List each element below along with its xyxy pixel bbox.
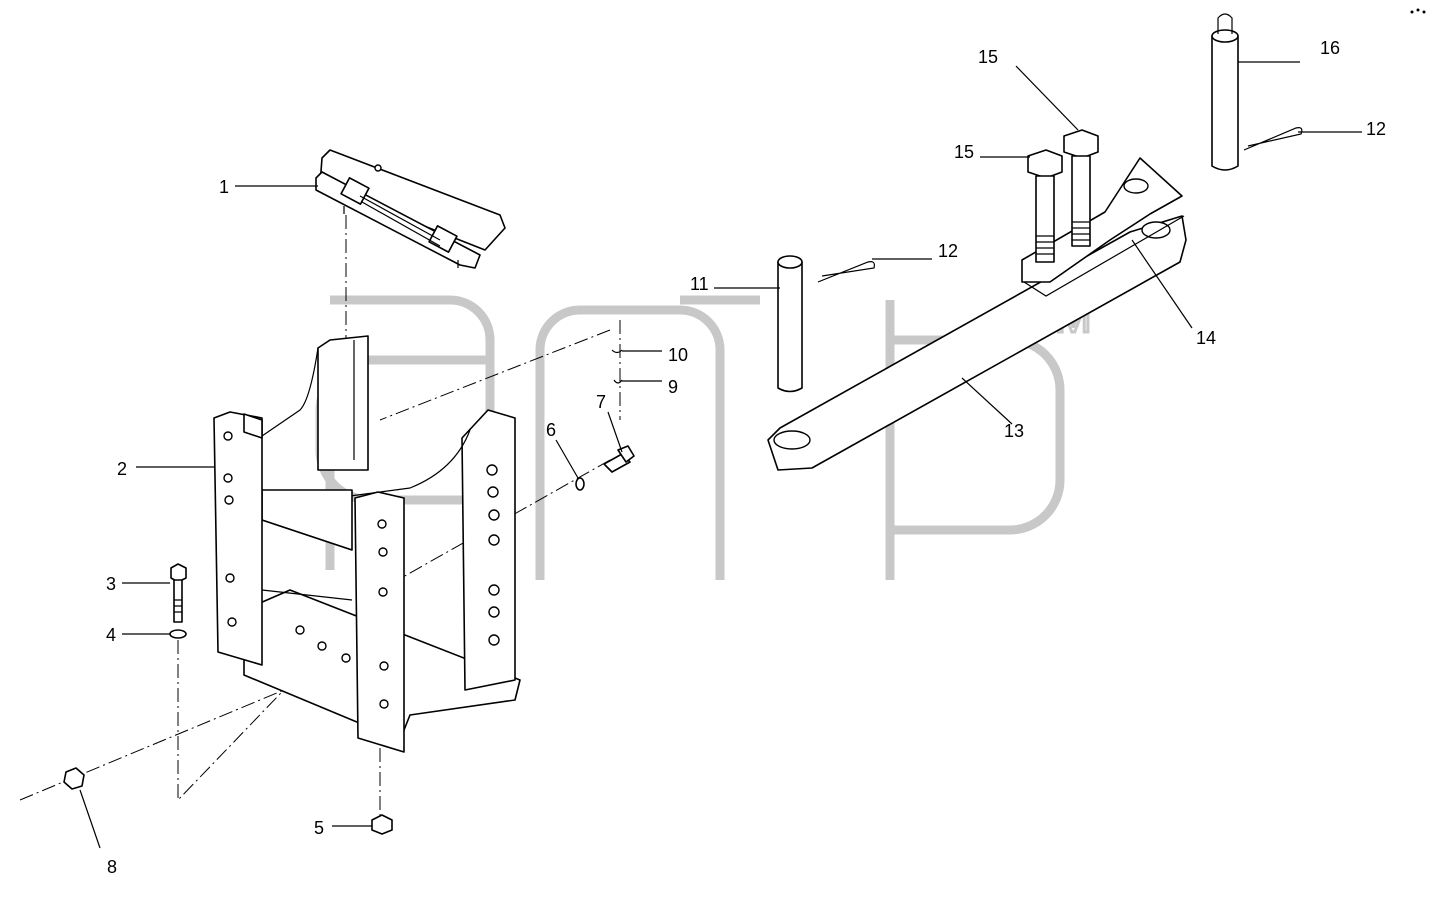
part-drawbar (767, 157, 1187, 471)
part-long-pin (1211, 13, 1239, 171)
part-frame (213, 335, 521, 753)
callout-8: 8 (107, 857, 117, 877)
part-linch-pin-center (817, 261, 875, 283)
callout-4: 4 (106, 625, 116, 645)
part-nut-bottom (371, 814, 393, 835)
callout-12-right: 12 (1366, 119, 1386, 139)
part-screw-small (575, 445, 635, 491)
part-bolt-drawbar-1 (1027, 149, 1063, 263)
callout-1: 1 (219, 177, 229, 197)
callout-10: 10 (668, 345, 688, 365)
callout-11: 11 (690, 274, 709, 294)
callout-labels: 1 2 3 4 5 6 7 8 9 10 11 12 12 13 14 15 1… (106, 38, 1386, 877)
callout-6: 6 (546, 420, 556, 440)
part-linch-pin-right (1243, 127, 1303, 151)
corner-mark (1410, 8, 1426, 14)
callout-5: 5 (314, 818, 324, 838)
callout-15-lower: 15 (954, 142, 974, 162)
callout-3: 3 (106, 574, 116, 594)
callout-14: 14 (1196, 328, 1216, 348)
part-bolt-drawbar-2 (1063, 129, 1099, 247)
callout-16: 16 (1320, 38, 1340, 58)
part-hinge-plate (315, 149, 506, 269)
callout-12-left: 12 (938, 241, 958, 261)
part-bolt-left (169, 563, 187, 639)
callout-9: 9 (668, 377, 678, 397)
callout-2: 2 (117, 459, 127, 479)
part-clips (611, 349, 623, 384)
leader-lines (79, 61, 1362, 849)
callout-13: 13 (1004, 421, 1024, 441)
callout-7: 7 (596, 392, 606, 412)
part-pin (777, 255, 803, 393)
callout-15-upper: 15 (978, 47, 998, 67)
part-nut-left (63, 767, 85, 790)
